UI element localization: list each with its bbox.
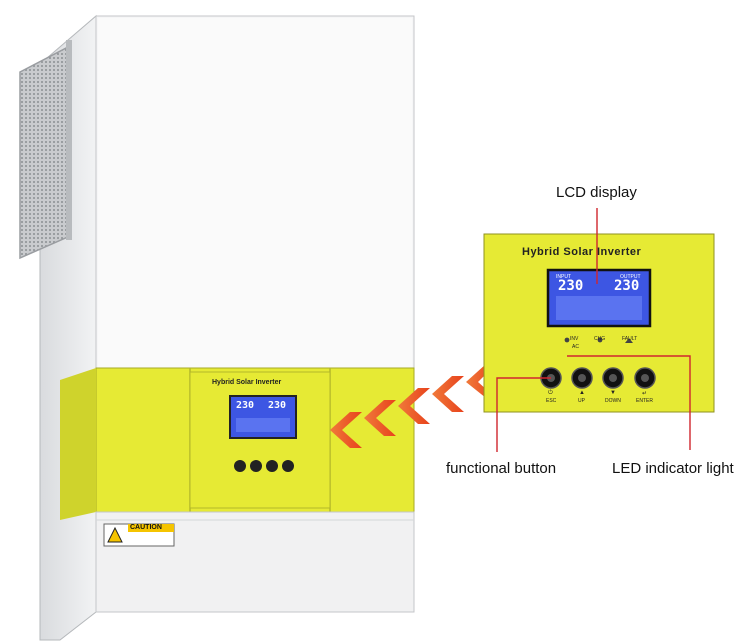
led-indicator-callout: LED indicator light [612, 460, 734, 477]
small-control-panel [189, 371, 331, 509]
zoomed-panel-title: Hybrid Solar Inverter [522, 246, 642, 258]
small-panel-title: Hybrid Solar Inverter [212, 379, 282, 386]
zoomed-control-panel [483, 233, 715, 413]
button-down-label: DOWN [605, 398, 621, 404]
zoomed-input-value: 230 [558, 278, 584, 294]
indicator-inv-label: INV [570, 336, 579, 342]
pointer-chevrons [330, 364, 496, 448]
small-input-value: 230 [236, 400, 255, 411]
indicator-fault-label: FAULT [622, 336, 638, 342]
zoomed-output-value: 230 [614, 278, 640, 294]
button-esc-symbol: ⏻ [548, 390, 553, 396]
button-down-symbol: ▼ [610, 390, 616, 396]
pointer-lines [496, 208, 691, 452]
button-enter-symbol: ↵ [642, 391, 648, 397]
zoomed-output-label: OUTPUT [620, 274, 641, 280]
button-up-label: UP [578, 398, 585, 404]
indicator-ac-label: AC [572, 344, 579, 350]
small-output-value: 230 [268, 400, 287, 411]
button-up-symbol: ▲ [579, 390, 585, 396]
button-enter-label: ENTER [636, 398, 653, 404]
functional-button-callout: functional button [446, 460, 557, 477]
indicator-chg-label: CHG [594, 336, 606, 342]
caution-label [103, 523, 175, 547]
heatsink-vent [19, 44, 71, 260]
button-esc-label: ESC [546, 398, 557, 404]
zoomed-input-label: INPUT [556, 274, 571, 280]
inverter-body [19, 14, 415, 641]
caution-text: CAUTION [130, 524, 162, 531]
lcd-display-callout: LCD display [556, 184, 637, 201]
